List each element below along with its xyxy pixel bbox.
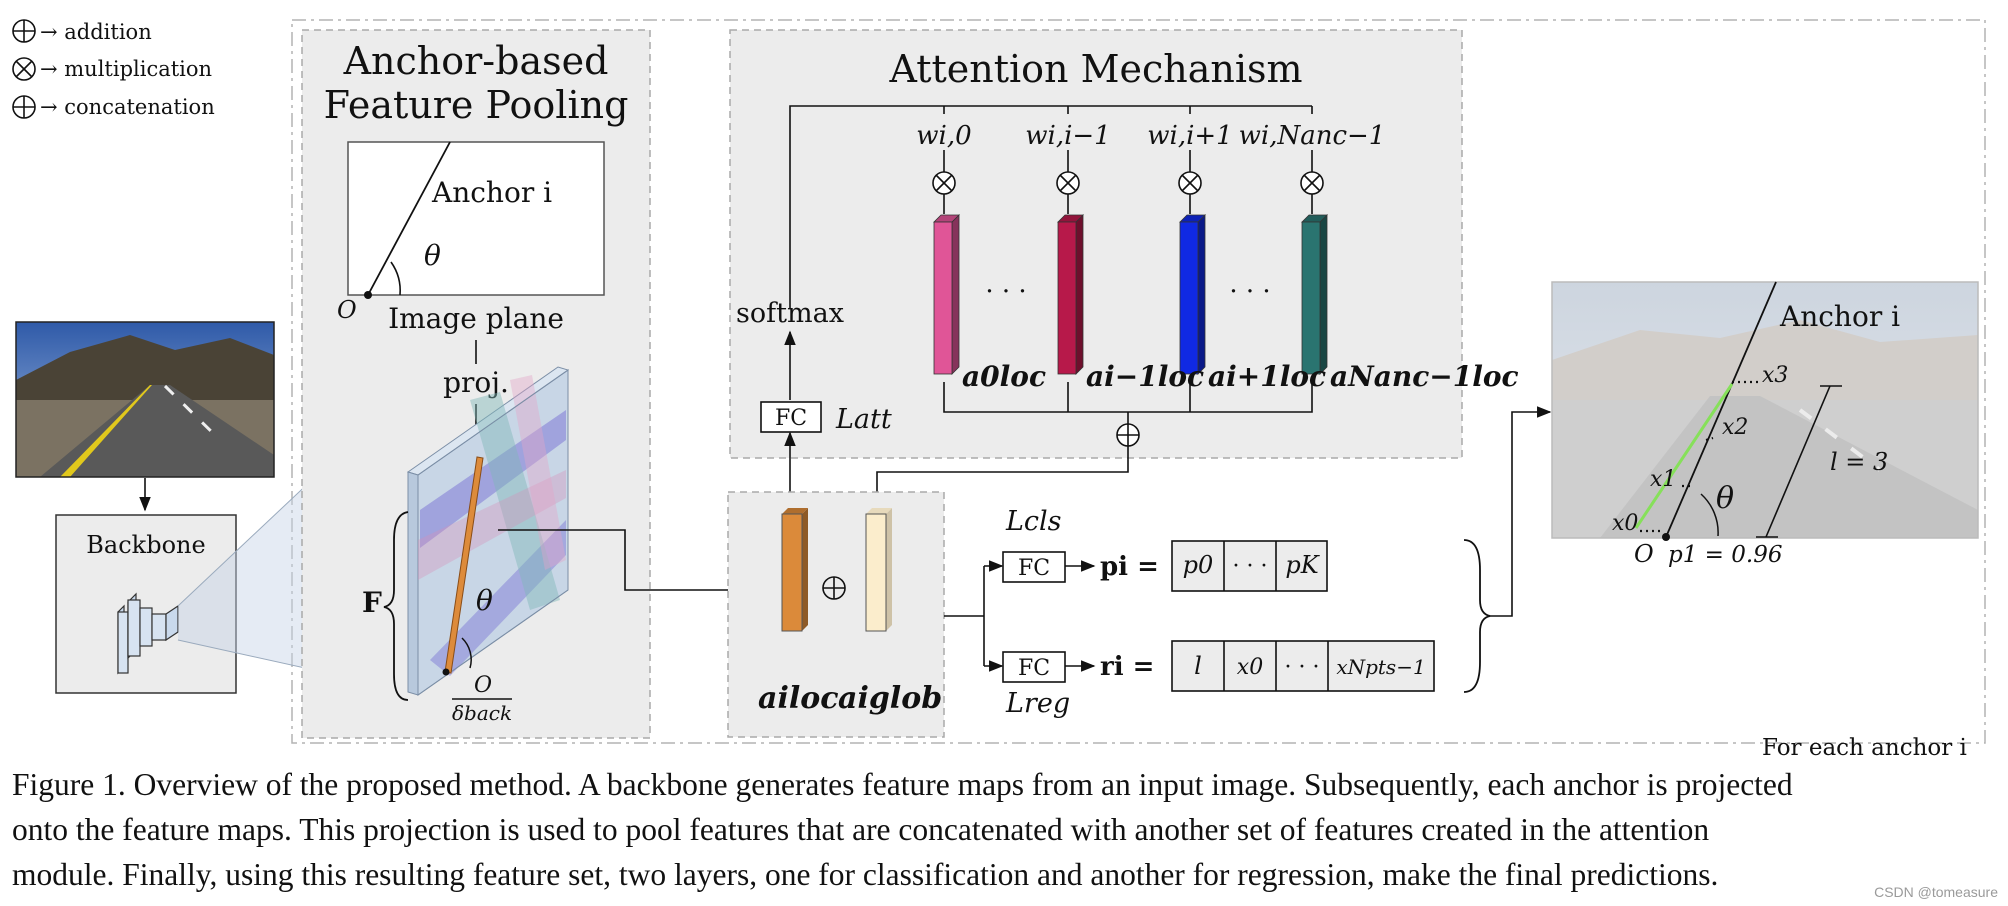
r-cell-1: x0	[1237, 655, 1263, 680]
softmax-label: softmax	[736, 298, 844, 329]
pooling-title-line1: Anchor-based	[343, 39, 609, 83]
anchor-label: Anchor i	[431, 176, 552, 209]
backbone-box	[55, 514, 237, 694]
ellipsis-left: · · ·	[985, 277, 1026, 307]
heads-brace	[1463, 539, 1491, 693]
output-theta: θ	[1716, 481, 1734, 516]
attention-title: Attention Mechanism	[888, 47, 1302, 91]
feature-anc-minus-1: aNanc−1loc	[1330, 360, 1519, 393]
feature-theta-label: θ	[476, 584, 493, 617]
reg-fc	[1002, 651, 1066, 683]
aggregation-addition-icon	[1116, 423, 1140, 447]
anchor-line	[367, 141, 451, 296]
backbone-network-icon	[117, 592, 179, 675]
classification-vector: p0 · · · pK	[1171, 540, 1328, 592]
p-label: pi =	[1100, 552, 1159, 582]
output-anchor-line	[1665, 281, 1777, 538]
attention-panel	[729, 29, 1463, 459]
attention-feature-bar	[1057, 214, 1084, 375]
multiplication-icons	[932, 150, 1324, 214]
attention-feature-bar	[1301, 214, 1328, 375]
weight-i-minus-1: wi,i−1	[1025, 121, 1110, 151]
multiplication-icon	[932, 171, 956, 195]
point-x2: x2	[1722, 415, 1748, 440]
multiplication-icon	[1056, 171, 1080, 195]
length-dimension	[1756, 385, 1842, 538]
delta-back-label: δback	[452, 701, 512, 725]
feature-a0: a0loc	[962, 360, 1046, 393]
for-each-anchor-frame	[291, 19, 1986, 744]
weight-0: wi,0	[916, 121, 971, 151]
figure-caption: Figure 1. Overview of the proposed metho…	[12, 762, 2002, 897]
feature-ai-minus-1: ai−1loc	[1086, 360, 1204, 393]
multiplication-icon	[1178, 171, 1202, 195]
feature-map-label: F	[362, 586, 382, 619]
output-p1: p1 = 0.96	[1668, 542, 1782, 568]
legend: → addition → multiplication → concatenat…	[12, 19, 215, 119]
length-label: l = 3	[1830, 448, 1888, 476]
for-each-anchor-label: For each anchor i	[1762, 735, 1967, 761]
local-feature-bar	[781, 508, 808, 632]
attention-feature-bar	[933, 214, 960, 375]
local-feature-label: ailoc	[758, 681, 839, 716]
r-label: ri =	[1100, 652, 1154, 682]
regression-vector: l x0 · · · xNpts−1	[1171, 640, 1435, 692]
p-cell-2: pK	[1285, 551, 1320, 579]
delta-origin-label: O	[474, 673, 492, 698]
concatenation-icon	[12, 95, 36, 119]
image-plane	[347, 141, 605, 296]
p-cell-0: p0	[1183, 551, 1214, 579]
p-cell-1: · · ·	[1233, 554, 1268, 579]
feature-ai-plus-1: ai+1loc	[1208, 360, 1326, 393]
attention-feature-bars	[933, 214, 1328, 375]
watermark: CSDN @tomeasure	[1874, 884, 1998, 900]
global-feature-bar	[865, 508, 892, 632]
proj-label: proj.	[443, 366, 509, 399]
image-plane-label: Image plane	[388, 302, 564, 335]
feature-brace	[383, 511, 409, 701]
backbone-label: Backbone	[86, 531, 205, 559]
global-feature-label: aiglob	[838, 681, 942, 716]
attention-feature-bar	[1179, 214, 1206, 375]
weight-n-minus-1: wi,Nanc−1	[1239, 121, 1386, 151]
point-x1: x1	[1650, 467, 1676, 492]
caption-line: Figure 1. Overview of the proposed metho…	[12, 767, 1793, 802]
r-cell-3: xNpts−1	[1336, 655, 1425, 679]
cls-fc-label: FC	[1018, 556, 1050, 581]
weight-bus	[789, 105, 1312, 308]
fusion-concat-icon	[822, 576, 846, 600]
projection-dots	[1640, 380, 1760, 533]
legend-multiplication: → multiplication	[40, 57, 212, 81]
attention-fc-label: FC	[775, 406, 807, 431]
r-cell-2: · · ·	[1285, 655, 1320, 680]
legend-addition: → addition	[40, 20, 152, 44]
output-road-image	[1551, 281, 1979, 539]
multiplication-icon	[1300, 171, 1324, 195]
r-cell-0: l	[1194, 652, 1202, 680]
origin-label: O	[337, 296, 357, 324]
output-origin: O	[1634, 540, 1654, 568]
cls-fc	[1002, 551, 1066, 583]
addition-icon	[12, 19, 36, 43]
multiplication-icon	[12, 57, 36, 81]
caption-line: onto the feature maps. This projection i…	[12, 812, 1710, 847]
theta-label: θ	[424, 239, 441, 272]
legend-concatenation: → concatenation	[40, 95, 215, 119]
feature-map	[406, 366, 570, 696]
fusion-panel	[727, 491, 945, 738]
predicted-lane	[1634, 383, 1734, 529]
attention-loss: Latt	[835, 404, 892, 435]
weight-i-plus-1: wi,i+1	[1147, 121, 1232, 151]
point-x3: x3	[1762, 363, 1788, 388]
cls-loss: Lcls	[1005, 506, 1062, 537]
pooling-title-line2: Feature Pooling	[324, 83, 629, 127]
caption-line: module. Finally, using this resulting fe…	[12, 857, 1719, 892]
reg-loss: Lreg	[1005, 688, 1070, 719]
point-x0: x0	[1612, 511, 1638, 536]
input-road-image	[15, 321, 275, 478]
reg-fc-label: FC	[1018, 656, 1050, 681]
ellipsis-right: · · ·	[1229, 277, 1270, 307]
output-anchor-label: Anchor i	[1779, 300, 1900, 333]
